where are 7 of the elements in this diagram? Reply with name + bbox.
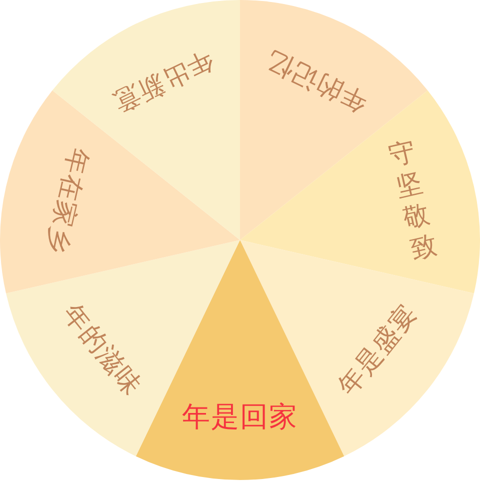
slice-label: 年在家乡 [42,145,92,256]
slice-label: 年的记忆 [262,45,372,116]
slice-label: 年的滋味 [58,300,146,401]
slice-label: 致敬坚守 [386,135,440,266]
slice-label: 年出新意 [108,45,218,116]
slice-label: 年是盛宴 [334,300,422,401]
slice-label: 年是回家 [182,403,298,431]
